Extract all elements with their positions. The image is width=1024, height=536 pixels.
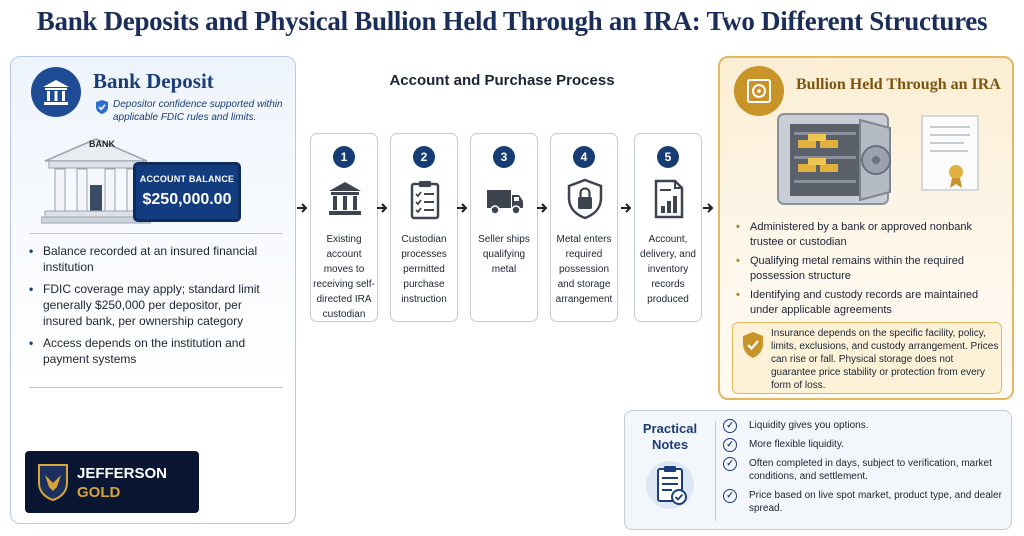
clipboard-icon	[410, 181, 440, 220]
practical-notes-title: Practical Notes	[633, 421, 707, 453]
bullion-ira-bullets: Administered by a bank or approved nonba…	[736, 220, 1004, 322]
bullion-ira-panel: Bullion Held Through an IRA Administered…	[718, 56, 1014, 400]
step-number: 2	[413, 146, 435, 168]
account-balance-label: ACCOUNT BALANCE	[139, 174, 235, 184]
process-step-4: 4 Metal enters required possession and s…	[550, 133, 618, 322]
arrow-right-icon	[297, 203, 308, 213]
practical-notes-panel: Practical Notes ✓ Liquidity gives you op…	[624, 410, 1012, 530]
step-number: 5	[657, 146, 679, 168]
shield-check-icon	[96, 100, 108, 114]
arrow-right-icon	[457, 203, 468, 213]
divider	[29, 233, 283, 234]
notes-title-line: Practical	[642, 421, 698, 436]
vault-badge	[734, 66, 784, 116]
document-chart-icon	[654, 179, 684, 219]
process-step-1: 1 Existing account moves to receiving se…	[310, 133, 378, 322]
bank-icon	[329, 182, 361, 215]
truck-icon	[487, 190, 523, 215]
check-circle-icon: ✓	[723, 438, 737, 452]
note-text: Often completed in days, subject to veri…	[749, 458, 992, 482]
list-item: FDIC coverage may apply; standard limit …	[29, 281, 283, 329]
shield-check-icon	[743, 332, 763, 358]
practical-notes-list: ✓ Liquidity gives you options. ✓ More fl…	[723, 419, 1005, 521]
insurance-note-box: Insurance depends on the specific facili…	[732, 322, 1002, 394]
logo-text-jefferson: JEFFERSON	[77, 465, 168, 482]
list-item: ✓ Often completed in days, subject to ve…	[723, 457, 1005, 483]
step-text: Existing account moves to receiving self…	[313, 234, 375, 320]
step-number: 3	[493, 146, 515, 168]
jefferson-gold-logo[interactable]: JEFFERSON GOLD	[25, 451, 199, 513]
arrow-right-icon	[621, 203, 632, 213]
process-step-5: 5 Account, delivery, and inventory recor…	[634, 133, 702, 322]
list-item: ✓ Liquidity gives you options.	[723, 419, 1005, 433]
step-number: 1	[333, 146, 355, 168]
insurance-note: Insurance depends on the specific facili…	[771, 328, 999, 391]
bank-deposit-subheading: Depositor confidence supported within ap…	[113, 99, 283, 123]
list-item: Administered by a bank or approved nonba…	[736, 220, 1004, 250]
step-text: Custodian processes permitted purchase i…	[401, 234, 447, 305]
arrow-right-icon	[537, 203, 548, 213]
process-step-2: 2 Custodian processes permitted purchase…	[390, 133, 458, 322]
check-circle-icon: ✓	[723, 419, 737, 433]
bank-building-illustration	[41, 138, 151, 224]
step-text: Account, delivery, and inventory records…	[640, 234, 696, 305]
note-text: Price based on live spot market, product…	[749, 490, 1002, 514]
arrow-right-icon	[703, 203, 714, 213]
bank-deposit-bullets: Balance recorded at an insured financial…	[29, 243, 283, 373]
eagle-emblem-icon	[38, 464, 68, 501]
list-item: ✓ Price based on live spot market, produ…	[723, 489, 1005, 515]
notes-title-line: Notes	[651, 437, 689, 452]
list-item: Balance recorded at an insured financial…	[29, 243, 283, 275]
vault-gold-illustration	[777, 113, 979, 205]
account-balance-card: ACCOUNT BALANCE $250,000.00	[133, 162, 241, 222]
arrow-right-icon	[377, 203, 388, 213]
check-circle-icon: ✓	[723, 489, 737, 503]
step-number: 4	[573, 146, 595, 168]
bullion-ira-heading: Bullion Held Through an IRA	[796, 76, 1001, 93]
note-text: More flexible liquidity.	[749, 439, 844, 450]
process-title: Account and Purchase Process	[389, 72, 615, 89]
list-item: Access depends on the institution and pa…	[29, 335, 283, 367]
bank-badge	[31, 67, 81, 117]
list-item: Qualifying metal remains within the requ…	[736, 254, 1004, 284]
bank-deposit-panel: Bank Deposit Depositor confidence suppor…	[10, 56, 296, 524]
bank-building-label: BANK	[89, 139, 115, 149]
padlock-icon	[567, 178, 603, 220]
step-text: Metal enters required possession and sto…	[555, 234, 613, 305]
check-circle-icon: ✓	[723, 457, 737, 471]
process-step-3: 3 Seller ships qualifying metal	[470, 133, 538, 322]
bank-icon	[43, 80, 69, 105]
clipboard-check-icon	[646, 461, 694, 509]
page-title: Bank Deposits and Physical Bullion Held …	[36, 6, 988, 36]
account-balance-value: $250,000.00	[142, 191, 232, 208]
bank-deposit-heading: Bank Deposit	[93, 69, 214, 93]
divider	[715, 421, 716, 521]
safe-icon	[747, 79, 771, 103]
logo-text-gold: GOLD	[77, 484, 121, 501]
note-text: Liquidity gives you options.	[749, 420, 869, 431]
divider	[29, 387, 283, 388]
list-item: ✓ More flexible liquidity.	[723, 438, 1005, 452]
list-item: Identifying and custody records are main…	[736, 288, 1004, 318]
step-text: Seller ships qualifying metal	[478, 234, 530, 275]
